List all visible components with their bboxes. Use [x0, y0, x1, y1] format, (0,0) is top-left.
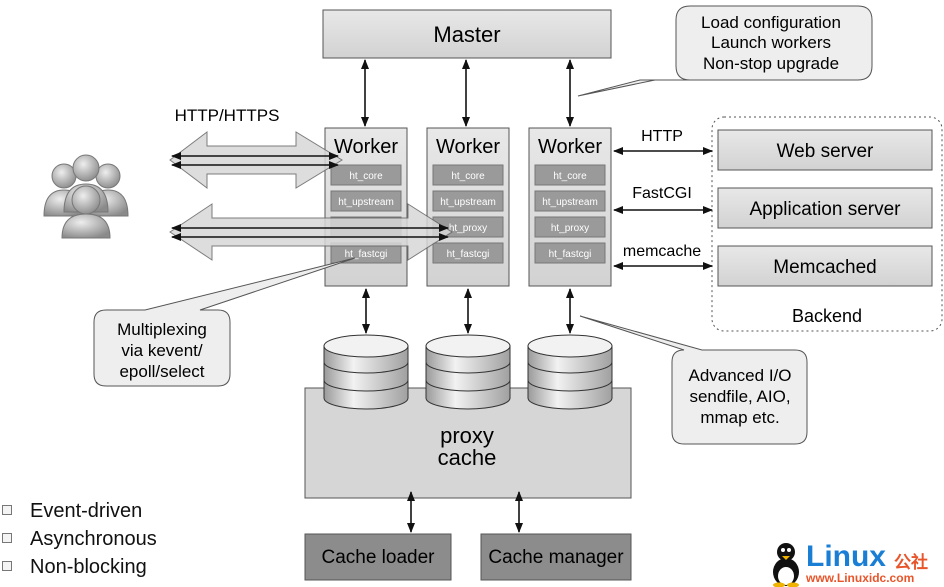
feature-label: Asynchronous — [30, 528, 157, 550]
logo-url: www.Linuxidc.com — [806, 571, 915, 585]
io-callout-line-1: Advanced I/O — [688, 366, 791, 385]
client-worker2-big-arrow — [169, 203, 453, 261]
memcache-link-label: memcache — [623, 243, 701, 260]
client-worker1-big-arrow — [169, 130, 343, 190]
multiplex-callout: Multiplexing via kevent/ epoll/select — [93, 257, 356, 387]
application-server-box — [717, 187, 933, 229]
web-server-box — [717, 129, 933, 171]
cache-loader-box — [304, 533, 452, 581]
worker-3: Worker ht_core ht_upstream ht_proxy ht_f… — [528, 127, 612, 287]
master-label: Master — [433, 22, 500, 47]
worker-1-module-fastcgi: ht_fastcgi — [345, 249, 388, 260]
client-protocol-label: HTTP/HTTPS — [175, 106, 280, 125]
logo-brand: Linux — [806, 540, 886, 573]
worker-1-label: Worker — [334, 136, 398, 158]
multiplex-callout-line-3: epoll/select — [119, 362, 204, 381]
worker-1-module-core: ht_core — [349, 171, 383, 182]
master-callout-line-3: Non-stop upgrade — [703, 54, 839, 73]
master-callout: Load configuration Launch workers Non-st… — [577, 5, 873, 97]
memcached-box — [717, 245, 933, 287]
bullet-square-icon — [2, 505, 12, 515]
feature-label: Event-driven — [30, 500, 143, 522]
worker-3-module-fastcgi: ht_fastcgi — [549, 249, 592, 260]
feature-item: Asynchronous — [0, 526, 200, 552]
master-callout-line-1: Load configuration — [701, 13, 841, 32]
cache-disk-3 — [527, 334, 613, 410]
io-callout-line-3: mmap etc. — [700, 408, 779, 427]
worker-2-label: Worker — [436, 136, 500, 158]
io-callout: Advanced I/O sendfile, AIO, mmap etc. — [579, 315, 808, 445]
cache-disk-2 — [425, 334, 511, 410]
multiplex-callout-line-1: Multiplexing — [117, 320, 207, 339]
memcached-label: Memcached — [773, 257, 877, 278]
worker-1-module-upstream: ht_upstream — [338, 197, 394, 208]
worker-3-module-proxy: ht_proxy — [551, 223, 589, 234]
worker-3-module-core: ht_core — [553, 171, 587, 182]
logo-brand-cn: 公社 — [894, 553, 928, 572]
feature-item: Event-driven — [0, 498, 200, 524]
application-server-label: Application server — [749, 199, 901, 220]
penguin-icon — [773, 543, 799, 587]
feature-label: Non-blocking — [30, 556, 147, 578]
worker-3-module-upstream: ht_upstream — [542, 197, 598, 208]
worker-2-module-core: ht_core — [451, 171, 485, 182]
proxy-cache-line-1: proxy — [440, 423, 494, 448]
multiplex-callout-line-2: via kevent/ — [121, 341, 203, 360]
fastcgi-link-label: FastCGI — [632, 185, 692, 202]
cache-loader-label: Cache loader — [321, 547, 435, 568]
web-server-label: Web server — [777, 141, 874, 162]
bullet-square-icon — [2, 561, 12, 571]
bullet-square-icon — [2, 533, 12, 543]
site-logo: Linux 公社 www.Linuxidc.com — [770, 540, 944, 587]
backend-label: Backend — [792, 306, 862, 326]
cache-manager-label: Cache manager — [488, 547, 624, 568]
http-link-label: HTTP — [641, 128, 683, 145]
worker-2: Worker ht_core ht_upstream ht_proxy ht_f… — [426, 127, 510, 287]
proxy-cache-line-2: cache — [438, 445, 497, 470]
master-callout-line-2: Launch workers — [711, 33, 831, 52]
feature-item: Non-blocking — [0, 554, 200, 580]
backend-group — [711, 116, 943, 332]
worker-2-module-fastcgi: ht_fastcgi — [447, 249, 490, 260]
worker-3-label: Worker — [538, 136, 602, 158]
cache-manager-box — [480, 533, 632, 581]
users-icon — [43, 154, 129, 239]
cache-disk-1 — [323, 334, 409, 410]
io-callout-line-2: sendfile, AIO, — [689, 387, 790, 406]
worker-2-module-proxy: ht_proxy — [449, 223, 487, 234]
worker-2-module-upstream: ht_upstream — [440, 197, 496, 208]
master-box — [322, 9, 612, 59]
